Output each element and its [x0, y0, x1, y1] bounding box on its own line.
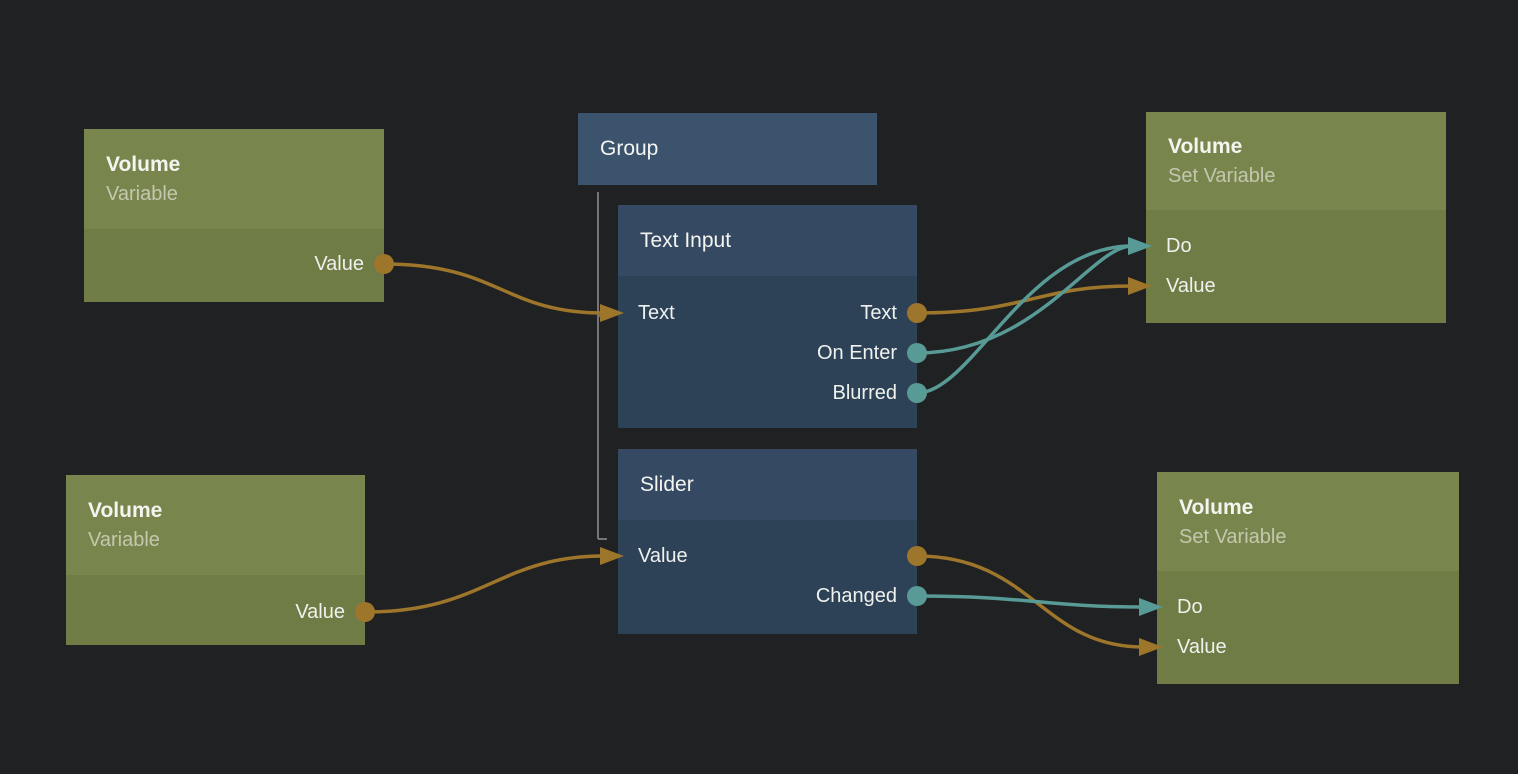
output-port-value[interactable]: Value	[314, 253, 364, 275]
node-header[interactable]: Slider	[618, 449, 917, 520]
node-subtitle: Variable	[88, 529, 160, 551]
input-port-value[interactable]: Value	[638, 545, 688, 567]
output-port-changed[interactable]: Changed	[815, 585, 897, 607]
output-port-blurred[interactable]: Blurred	[832, 382, 897, 404]
node-title: Volume	[106, 153, 181, 176]
node-subtitle: Set Variable	[1168, 165, 1276, 187]
node-body	[618, 520, 917, 634]
node-title: Volume	[1179, 495, 1254, 519]
node-body	[84, 229, 384, 302]
output-port-value[interactable]: Value	[295, 601, 345, 623]
node-title: Slider	[640, 472, 694, 496]
node-header[interactable]: Group	[578, 113, 877, 185]
output-port-text[interactable]: Text	[860, 302, 897, 324]
node-body	[1146, 210, 1446, 323]
node-title: Group	[600, 137, 659, 160]
node-title: Text Input	[640, 228, 732, 252]
input-port-value[interactable]: Value	[1177, 636, 1227, 658]
output-port-on-enter[interactable]: On Enter	[816, 342, 897, 364]
node-title: Volume	[88, 499, 163, 522]
node-group[interactable]: Group	[578, 113, 877, 185]
input-port-do[interactable]: Do	[1166, 235, 1192, 257]
node-body	[66, 575, 365, 645]
node-subtitle: Variable	[106, 183, 178, 205]
node-title: Volume	[1168, 135, 1243, 158]
node-subtitle: Set Variable	[1179, 525, 1287, 548]
node-body	[1157, 571, 1459, 684]
node-header[interactable]: Text Input	[618, 205, 917, 276]
input-port-value[interactable]: Value	[1166, 275, 1216, 297]
node-body	[618, 276, 917, 428]
input-port-do[interactable]: Do	[1177, 596, 1203, 618]
input-port-text[interactable]: Text	[638, 302, 675, 324]
